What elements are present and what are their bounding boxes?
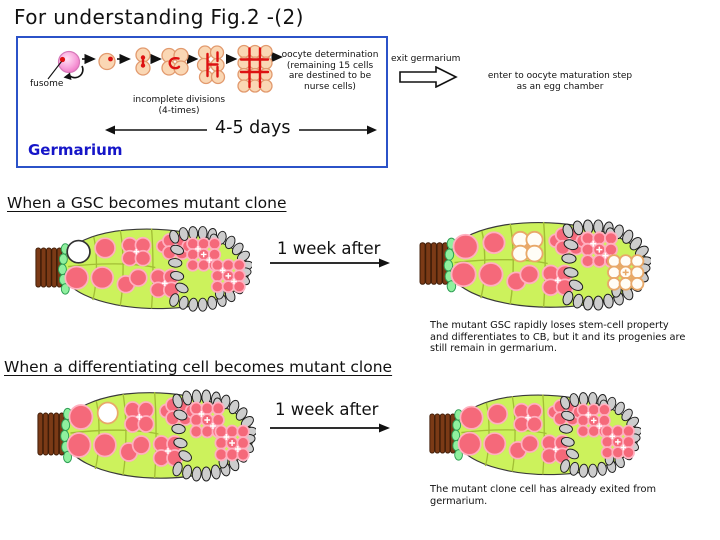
terminal-filament: [35, 247, 63, 288]
cystoblast-top: [96, 401, 119, 425]
cystoblast-bottom: [93, 432, 117, 458]
two-cell-cyst: [508, 434, 540, 460]
gsc-bottom: [450, 261, 477, 288]
slide-title: For understanding Fig.2 -(2): [14, 5, 304, 29]
sixteen-cell-cyst-2: [210, 258, 246, 293]
follicle-cells: [561, 219, 651, 311]
four-cell-stage: [161, 47, 189, 76]
germarium-illustration: [419, 219, 651, 311]
sixteen-cell-cyst-1: [576, 403, 611, 438]
sixteen-cell-cyst-1: [580, 231, 618, 268]
section2-caption: The mutant clone cell has already exited…: [430, 484, 657, 507]
four-cell-cyst-top: [121, 236, 152, 267]
four-cell-cyst-top: [124, 401, 155, 433]
section1-caption: The mutant GSC rapidly loses stem-cell p…: [430, 320, 686, 355]
fusome-pointer-line: [47, 61, 62, 80]
cystoblast-top: [94, 237, 116, 259]
cystoblast-stage: [98, 52, 116, 71]
section1-week-arrow: [270, 258, 390, 268]
cystoblast-bottom: [483, 432, 507, 456]
four-cell-cyst-top: [511, 230, 544, 263]
two-cell-cyst: [506, 264, 540, 292]
eight-cell-stage: [196, 45, 226, 85]
section1-week-label: 1 week after: [277, 239, 381, 258]
section1-heading: When a GSC becomes mutant clone: [7, 194, 287, 212]
cystoblast-top: [482, 231, 506, 254]
four-cell-cyst-top: [513, 402, 543, 433]
four-cell-cyst-bottom: [541, 434, 571, 465]
germarium-mutant-diff-after: [428, 387, 641, 480]
gsc-bottom: [457, 431, 482, 456]
terminal-filament: [37, 412, 65, 456]
two-cell-cyst: [116, 268, 148, 294]
gsc-bottom: [64, 265, 89, 290]
oocyte-determination-note: oocyte determination (remaining 15 cells…: [281, 50, 379, 92]
duration-label: 4-5 days: [215, 118, 291, 138]
duration-span-arrow: [105, 125, 377, 135]
stage-arrows: [82, 51, 283, 65]
exit-germarium-label: exit germarium: [391, 54, 461, 64]
two-cell-stage: [135, 47, 151, 76]
germarium-illustration: [35, 226, 252, 312]
gsc-cell: [47, 50, 81, 80]
germarium-label: Germarium: [28, 141, 123, 159]
cystoblast-bottom: [90, 266, 114, 290]
sixteen-cell-stage: [237, 44, 273, 93]
self-renewal-arrow: [63, 65, 84, 80]
fusome-label: fusome: [30, 79, 64, 89]
sixteen-cell-cyst-2: [607, 254, 645, 291]
germarium-mutant-diff-before: [36, 384, 256, 484]
germarium-mutant-gsc-after: [418, 214, 651, 313]
section2-heading: When a differentiating cell becomes muta…: [4, 358, 393, 376]
gsc-bottom: [66, 432, 92, 458]
cystoblast-bottom: [478, 262, 504, 287]
sixteen-cell-cyst-2: [600, 424, 635, 459]
division-sequence-diagram: [47, 44, 377, 135]
germarium-mutant-gsc-before: [34, 221, 252, 314]
incomplete-divisions-note: incomplete divisions (4-times): [132, 95, 226, 116]
fusome-dot: [59, 56, 66, 63]
two-cell-cyst: [119, 435, 151, 462]
gsc-top: [452, 233, 479, 260]
terminal-filament: [419, 242, 449, 285]
germarium-overview-box: fusome oocyte determination (remaining 1…: [16, 36, 388, 168]
germarium-illustration: [429, 392, 641, 478]
gsc-top: [459, 405, 484, 430]
sixteen-cell-cyst-2: [214, 424, 250, 462]
cystoblast-top: [486, 403, 509, 425]
section2-week-arrow: [270, 423, 390, 433]
terminal-filament: [429, 413, 456, 454]
section2-week-label: 1 week after: [275, 400, 379, 419]
enter-maturation-note: enter to oocyte maturation step as an eg…: [487, 71, 633, 92]
gsc-top: [66, 239, 91, 264]
germarium-illustration: [37, 389, 256, 482]
exit-block-arrow: [399, 66, 458, 88]
gsc-top: [68, 404, 94, 430]
